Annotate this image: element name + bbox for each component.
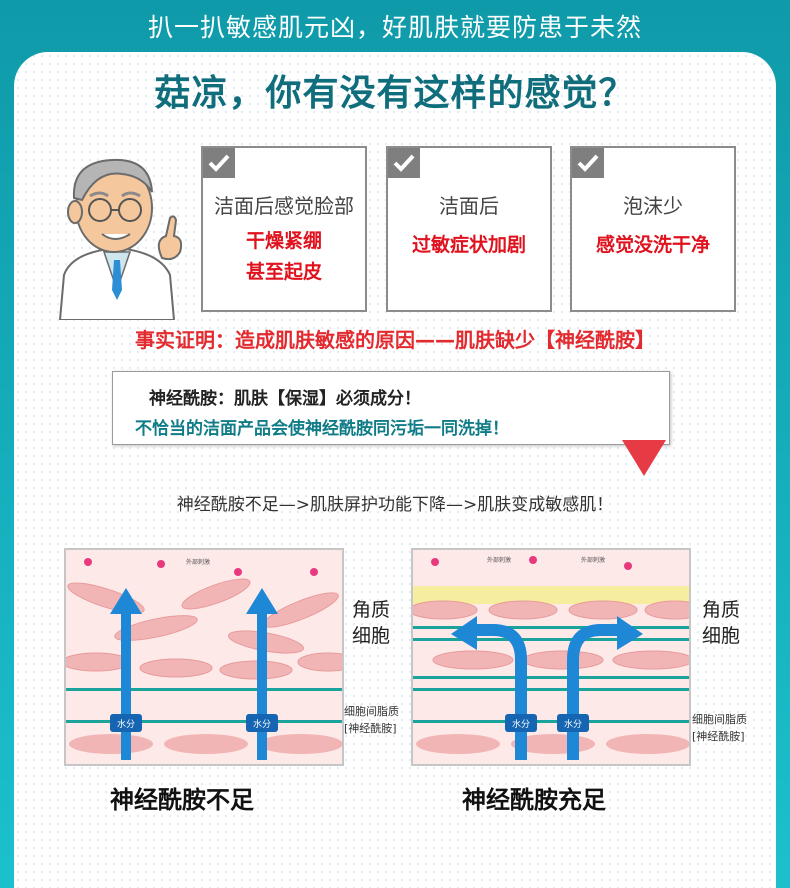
caption-insufficient: 神经酰胺不足: [110, 786, 254, 814]
fact-statement: 事实证明：造成肌肤敏感的原因——肌肤缺少【神经酰胺】: [135, 328, 655, 352]
down-triangle-icon: [622, 440, 666, 476]
external-stimulus-label: 外部刺激: [581, 556, 605, 564]
top-banner: 扒一扒敏感肌元凶，好肌肤就要防患于未然: [147, 13, 642, 42]
side-label-corneocyte: 角质 细胞: [352, 597, 390, 649]
symptom-title: 洁面后感觉脸部: [214, 194, 354, 218]
symptom-detail: 感觉没洗干净: [595, 234, 710, 256]
symptom-card-1: 洁面后感觉脸部 干燥紧绷 甚至起皮: [201, 146, 367, 312]
side-label-lipid: 细胞间脂质 [神经酰胺]: [344, 703, 399, 737]
checkmark-icon: [203, 148, 235, 178]
water-label: 水分: [512, 718, 530, 730]
side-label-line: 细胞间脂质: [692, 713, 747, 726]
side-label-lipid: 细胞间脂质 [神经酰胺]: [692, 711, 747, 745]
symptom-title: 洁面后: [439, 194, 499, 218]
skin-layer-graphic: 外部刺激 外部刺激 水分 水分: [413, 550, 689, 764]
symptom-detail: 过敏症状加剧: [411, 234, 526, 256]
note-line-1: 神经酰胺：肌肤【保湿】必须成分！: [149, 389, 421, 409]
checkmark-icon: [388, 148, 420, 178]
symptom-card-3: 泡沫少 感觉没洗干净: [570, 146, 736, 312]
ceramide-note: 神经酰胺：肌肤【保湿】必须成分！ 不恰当的洁面产品会使神经酰胺同污垢一同洗掉！: [112, 371, 670, 445]
water-label: 水分: [253, 718, 271, 730]
external-stimulus-label: 外部刺激: [186, 558, 210, 566]
symptom-detail: 干燥紧绷: [245, 230, 322, 252]
doctor-illustration: [58, 158, 183, 320]
skin-diagram-insufficient: 外部刺激 水分 水分: [64, 548, 344, 766]
side-label-line: 角质: [702, 599, 741, 621]
side-label-line: 细胞间脂质: [344, 705, 399, 718]
skin-diagram-sufficient: 外部刺激 外部刺激 水分 水分: [411, 548, 691, 766]
note-line-2: 不恰当的洁面产品会使神经酰胺同污垢一同洗掉！: [135, 419, 509, 439]
side-label-line: 细胞: [702, 625, 741, 647]
side-label-line: [神经酰胺]: [344, 722, 397, 735]
caption-sufficient: 神经酰胺充足: [462, 786, 606, 814]
checkmark-icon: [572, 148, 604, 178]
cause-chain: 神经酰胺不足—>肌肤屏护功能下降—>肌肤变成敏感肌！: [176, 495, 614, 515]
side-label-line: [神经酰胺]: [692, 730, 745, 743]
skin-layer-graphic: 外部刺激 水分 水分: [66, 550, 342, 764]
side-label-line: 角质: [352, 599, 391, 621]
side-label-corneocyte: 角质 细胞: [702, 597, 740, 649]
external-stimulus-label: 外部刺激: [487, 556, 511, 564]
side-label-line: 细胞: [352, 625, 391, 647]
water-label: 水分: [564, 718, 582, 730]
headline: 菇凉，你有没有这样的感觉？: [154, 73, 636, 114]
symptom-card-2: 洁面后 过敏症状加剧: [386, 146, 552, 312]
water-label: 水分: [117, 718, 135, 730]
symptom-title: 泡沫少: [623, 194, 683, 218]
symptom-detail: 甚至起皮: [245, 261, 322, 283]
